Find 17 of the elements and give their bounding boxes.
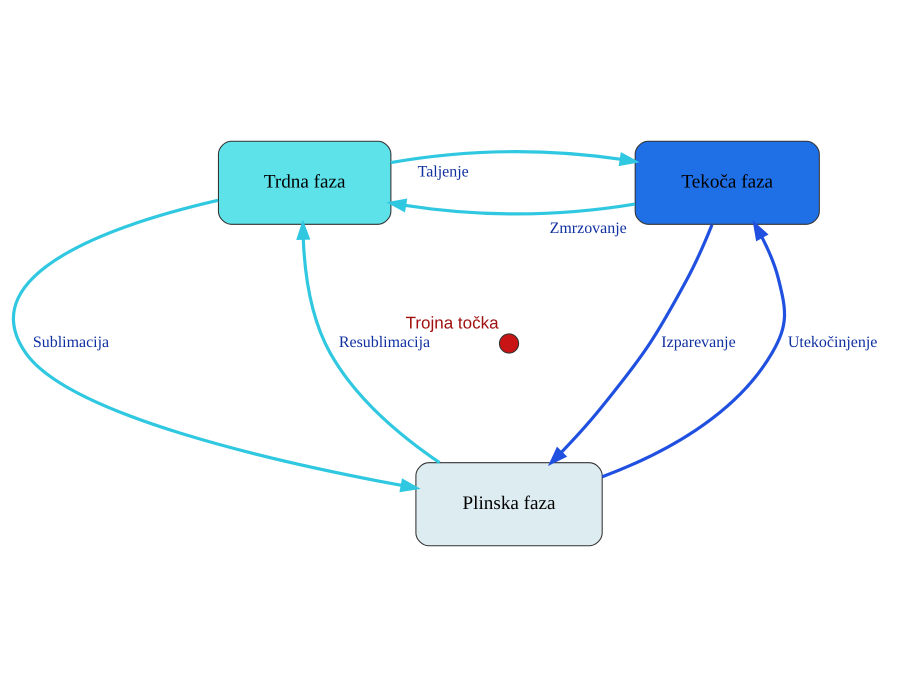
- arrow: [548, 224, 714, 466]
- node-label: Trojna točka: [406, 312, 499, 332]
- node-box: Tekoča faza: [634, 140, 820, 224]
- node-box: Plinska faza: [415, 462, 603, 546]
- arrow: [12, 198, 421, 492]
- arrow: [296, 219, 440, 464]
- arrow: [602, 220, 786, 478]
- edge-label: Utekočinjenje: [788, 334, 878, 351]
- edge-label: Taljenje: [418, 162, 469, 180]
- edge-label: Zmrzovanje: [550, 220, 627, 237]
- edge-label: Sublimacija: [32, 334, 110, 351]
- arrow: [390, 150, 640, 166]
- edge-label: Izparevanje: [661, 334, 736, 351]
- node-circle: [498, 332, 520, 354]
- edge-label: Resublimacija: [338, 334, 430, 351]
- node-box: Trdna faza: [218, 140, 392, 224]
- arrow: [386, 198, 636, 215]
